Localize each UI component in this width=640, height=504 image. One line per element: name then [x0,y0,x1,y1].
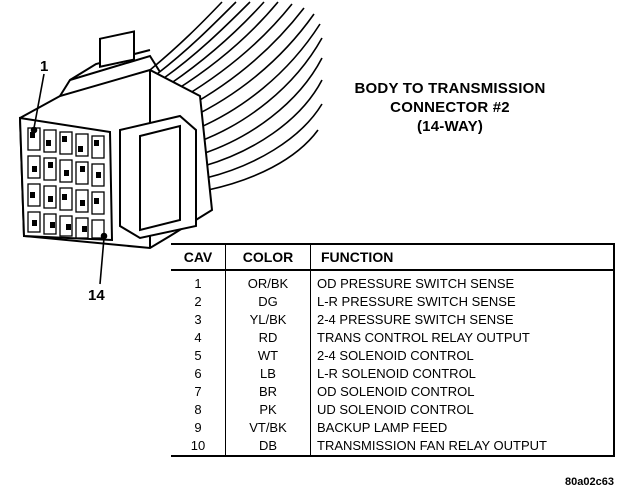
function-cell: TRANSMISSION FAN RELAY OUTPUT [310,437,614,456]
title-line: (14-WAY) [416,118,484,135]
connector-title: BODY TO TRANSMISSION CONNECTOR #2 (14-WA… [300,79,600,136]
function-cell: TRANS CONTROL RELAY OUTPUT [310,329,614,347]
wire-bundle [149,1,323,191]
cav-cell: 7 [194,384,202,399]
function-cell: L-R SOLENOID CONTROL [310,365,614,383]
color-cell: LB [225,365,311,383]
header-function: FUNCTION [310,244,614,271]
header-cav: CAV [171,244,226,271]
function-cell: UD SOLENOID CONTROL [310,401,614,419]
function-cell: BACKUP LAMP FEED [310,419,614,437]
function-cell: OD PRESSURE SWITCH SENSE [310,270,614,293]
cav-cell: 3 [194,312,202,327]
color-cell: VT/BK [225,419,311,437]
color-cell: DB [225,437,311,456]
color-cell: WT [225,347,311,365]
color-cell: YL/BK [225,311,311,329]
cav-cell: 5 [194,348,202,363]
cav-cell: 9 [194,420,202,435]
cavity-grid [27,127,105,239]
function-cell: 2-4 SOLENOID CONTROL [310,347,614,365]
leader-lines [30,73,108,285]
color-cell: BR [225,383,311,401]
cav-cell: 6 [194,366,202,381]
function-cell: L-R PRESSURE SWITCH SENSE [310,293,614,311]
color-cell: DG [225,293,311,311]
cav-cell: 8 [194,402,202,417]
cav-cell: 10 [190,438,206,453]
cav-cell: 1 [194,276,202,291]
title-line: CONNECTOR #2 [390,99,510,116]
header-color: COLOR [225,244,311,271]
cavity-shading [30,132,101,232]
function-cell: 2-4 PRESSURE SWITCH SENSE [310,311,614,329]
cav-cell: 2 [194,294,202,309]
title-line: BODY TO TRANSMISSION [354,80,546,97]
function-cell: OD SOLENOID CONTROL [310,383,614,401]
figure-id: 80a02c63 [565,476,614,488]
pin-1-label: 1 [40,58,49,75]
cav-cell: 4 [194,330,202,345]
color-cell: PK [225,401,311,419]
color-cell: OR/BK [225,270,311,293]
pin-14-label: 14 [88,287,105,304]
color-cell: RD [225,329,311,347]
table-header-row: CAV COLOR FUNCTION [171,244,614,271]
